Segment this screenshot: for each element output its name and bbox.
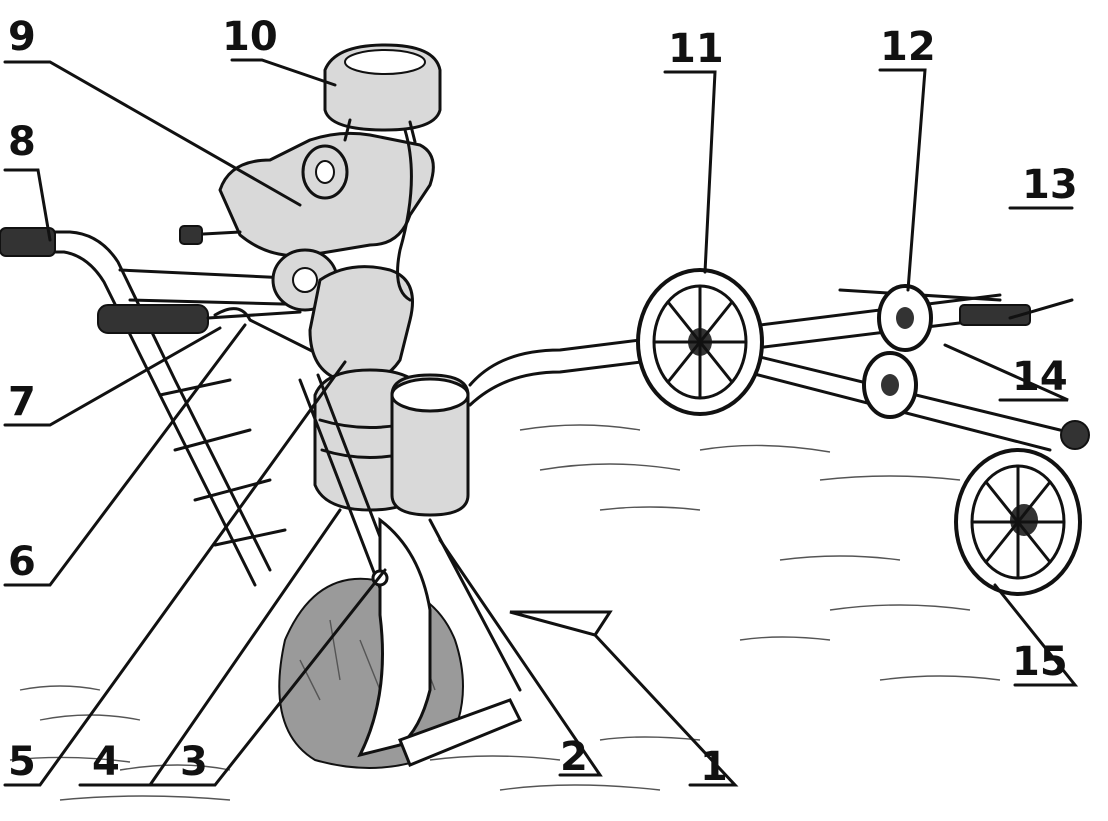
- leader-10: [230, 58, 337, 87]
- leader-lines: [3, 58, 1079, 787]
- label-3: 3: [180, 739, 208, 785]
- leader-9: [3, 60, 302, 207]
- label-7: 7: [8, 379, 36, 425]
- engine: [179, 128, 435, 384]
- label-14: 14: [1012, 354, 1068, 400]
- label-4: 4: [92, 739, 120, 785]
- leader-2: [438, 538, 603, 777]
- leader-11: [663, 70, 717, 274]
- label-11: 11: [668, 26, 724, 72]
- plough-share: [298, 373, 523, 767]
- leader-6: [3, 323, 247, 587]
- wheel-11: [636, 268, 764, 416]
- leader-4: [78, 508, 342, 787]
- leader-14: [943, 343, 1069, 402]
- label-2: 2: [560, 734, 588, 780]
- label-13: 13: [1022, 162, 1078, 208]
- label-15: 15: [1012, 639, 1068, 685]
- leader-7: [3, 326, 222, 427]
- leader-8: [3, 168, 52, 242]
- leader-5: [3, 360, 347, 787]
- label-8: 8: [8, 119, 36, 165]
- label-10: 10: [222, 14, 278, 60]
- belt-pulley: [390, 373, 470, 517]
- pulley-14: [862, 351, 918, 419]
- leader-15: [993, 583, 1079, 687]
- leader-13: [1008, 206, 1074, 320]
- label-5: 5: [8, 739, 36, 785]
- pulley-12: [877, 284, 933, 352]
- label-1: 1: [700, 744, 728, 790]
- fuel-tank: [323, 43, 442, 144]
- leader-1: [509, 610, 739, 787]
- part-labels: 1 2 3 4 5 6 7 8 9 10 11 12 13 14 15: [8, 14, 1078, 790]
- leader-3: [143, 568, 387, 787]
- label-6: 6: [8, 539, 36, 585]
- wheel-15: [954, 420, 1090, 596]
- frame-beam: [468, 288, 1062, 452]
- leader-12: [878, 68, 927, 292]
- ground-hatching: [9, 424, 1001, 801]
- label-9: 9: [8, 14, 36, 60]
- label-12: 12: [880, 24, 936, 70]
